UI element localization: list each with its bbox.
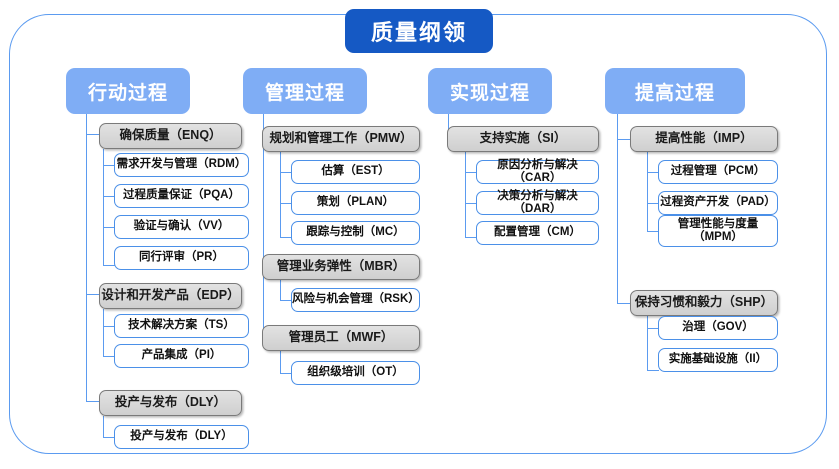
connector-pmw-child1 bbox=[280, 172, 292, 174]
leaf-pcm[interactable]: 过程管理（PCM） bbox=[658, 160, 778, 184]
connector-si-child3 bbox=[465, 237, 477, 239]
connector-col1-group3 bbox=[86, 401, 100, 403]
leaf-rsk[interactable]: 风险与机会管理（RSK） bbox=[291, 288, 420, 312]
leaf-ts[interactable]: 技术解决方案（TS） bbox=[114, 314, 249, 338]
group-dly[interactable]: 投产与发布（DLY） bbox=[99, 390, 242, 416]
connector-edp-child1 bbox=[103, 326, 115, 328]
leaf-dly[interactable]: 投产与发布（DLY） bbox=[114, 425, 249, 449]
column-header-realization-process[interactable]: 实现过程 bbox=[428, 68, 552, 114]
connector-dly-spine bbox=[103, 416, 105, 437]
diagram-root-title: 质量纲领 bbox=[345, 9, 493, 53]
leaf-cm[interactable]: 配置管理（CM） bbox=[476, 221, 599, 245]
leaf-pr[interactable]: 同行评审（PR） bbox=[114, 246, 249, 270]
group-pmw[interactable]: 规划和管理工作（PMW） bbox=[262, 126, 420, 152]
connector-shp-child2 bbox=[647, 370, 659, 372]
connector-pmw-spine bbox=[280, 152, 282, 237]
leaf-mpm[interactable]: 管理性能与度量 （MPM） bbox=[658, 215, 778, 247]
connector-imp-child3 bbox=[647, 231, 659, 233]
connector-col1-group2 bbox=[86, 294, 100, 296]
connector-si-child2 bbox=[465, 203, 477, 205]
connector-col2-spine bbox=[263, 114, 265, 339]
connector-col1-group1 bbox=[86, 134, 100, 136]
leaf-gov[interactable]: 治理（GOV） bbox=[658, 316, 778, 340]
connector-si-child1 bbox=[465, 172, 477, 174]
leaf-ii[interactable]: 实施基础设施（II） bbox=[658, 348, 778, 372]
connector-pmw-child2 bbox=[280, 203, 292, 205]
connector-imp-spine bbox=[647, 152, 649, 231]
connector-shp-spine bbox=[647, 316, 649, 370]
connector-enq-spine bbox=[103, 149, 105, 265]
connector-col4-spine bbox=[617, 114, 619, 304]
group-shp[interactable]: 保持习惯和毅力（SHP） bbox=[630, 290, 778, 316]
group-si[interactable]: 支持实施（SI） bbox=[447, 126, 599, 152]
connector-mwf-child1 bbox=[280, 373, 292, 375]
connector-enq-child3 bbox=[103, 227, 115, 229]
connector-col1-spine bbox=[86, 114, 88, 401]
connector-enq-child2 bbox=[103, 196, 115, 198]
connector-enq-child1 bbox=[103, 165, 115, 167]
group-edp[interactable]: 设计和开发产品（EDP） bbox=[99, 283, 242, 309]
leaf-pad[interactable]: 过程资产开发（PAD） bbox=[658, 191, 778, 215]
connector-imp-child1 bbox=[647, 172, 659, 174]
leaf-vv[interactable]: 验证与确认（VV） bbox=[114, 215, 249, 239]
connector-pmw-child3 bbox=[280, 237, 292, 239]
connector-enq-child4 bbox=[103, 265, 115, 267]
leaf-rdm[interactable]: 需求开发与管理（RDM） bbox=[114, 153, 249, 177]
leaf-plan[interactable]: 策划（PLAN） bbox=[291, 191, 420, 215]
connector-edp-child2 bbox=[103, 356, 115, 358]
group-imp[interactable]: 提高性能（IMP） bbox=[630, 126, 778, 152]
column-header-action-process[interactable]: 行动过程 bbox=[66, 68, 190, 114]
connector-mbr-child1 bbox=[280, 300, 292, 302]
leaf-est[interactable]: 估算（EST） bbox=[291, 160, 420, 184]
connector-shp-child1 bbox=[647, 328, 659, 330]
leaf-mc[interactable]: 跟踪与控制（MC） bbox=[291, 221, 420, 245]
leaf-pqa[interactable]: 过程质量保证（PQA） bbox=[114, 184, 249, 208]
connector-dly-child1 bbox=[103, 437, 115, 439]
leaf-dar[interactable]: 决策分析与解决（DAR） bbox=[476, 190, 599, 215]
connector-col4-group2 bbox=[617, 303, 631, 305]
group-mbr[interactable]: 管理业务弹性（MBR） bbox=[262, 254, 420, 280]
group-mwf[interactable]: 管理员工（MWF） bbox=[262, 325, 420, 351]
column-header-improvement-process[interactable]: 提高过程 bbox=[605, 68, 745, 114]
connector-si-spine bbox=[465, 152, 467, 237]
group-enq[interactable]: 确保质量（ENQ） bbox=[99, 123, 242, 149]
column-header-management-process[interactable]: 管理过程 bbox=[243, 68, 367, 114]
connector-mwf-spine bbox=[280, 351, 282, 373]
connector-imp-child2 bbox=[647, 203, 659, 205]
leaf-ot[interactable]: 组织级培训（OT） bbox=[291, 361, 420, 385]
leaf-pi[interactable]: 产品集成（PI） bbox=[114, 344, 249, 368]
connector-edp-spine bbox=[103, 309, 105, 356]
connector-col4-group1 bbox=[617, 139, 631, 141]
connector-mbr-spine bbox=[280, 280, 282, 300]
leaf-car[interactable]: 原因分析与解决（CAR） bbox=[476, 159, 599, 184]
